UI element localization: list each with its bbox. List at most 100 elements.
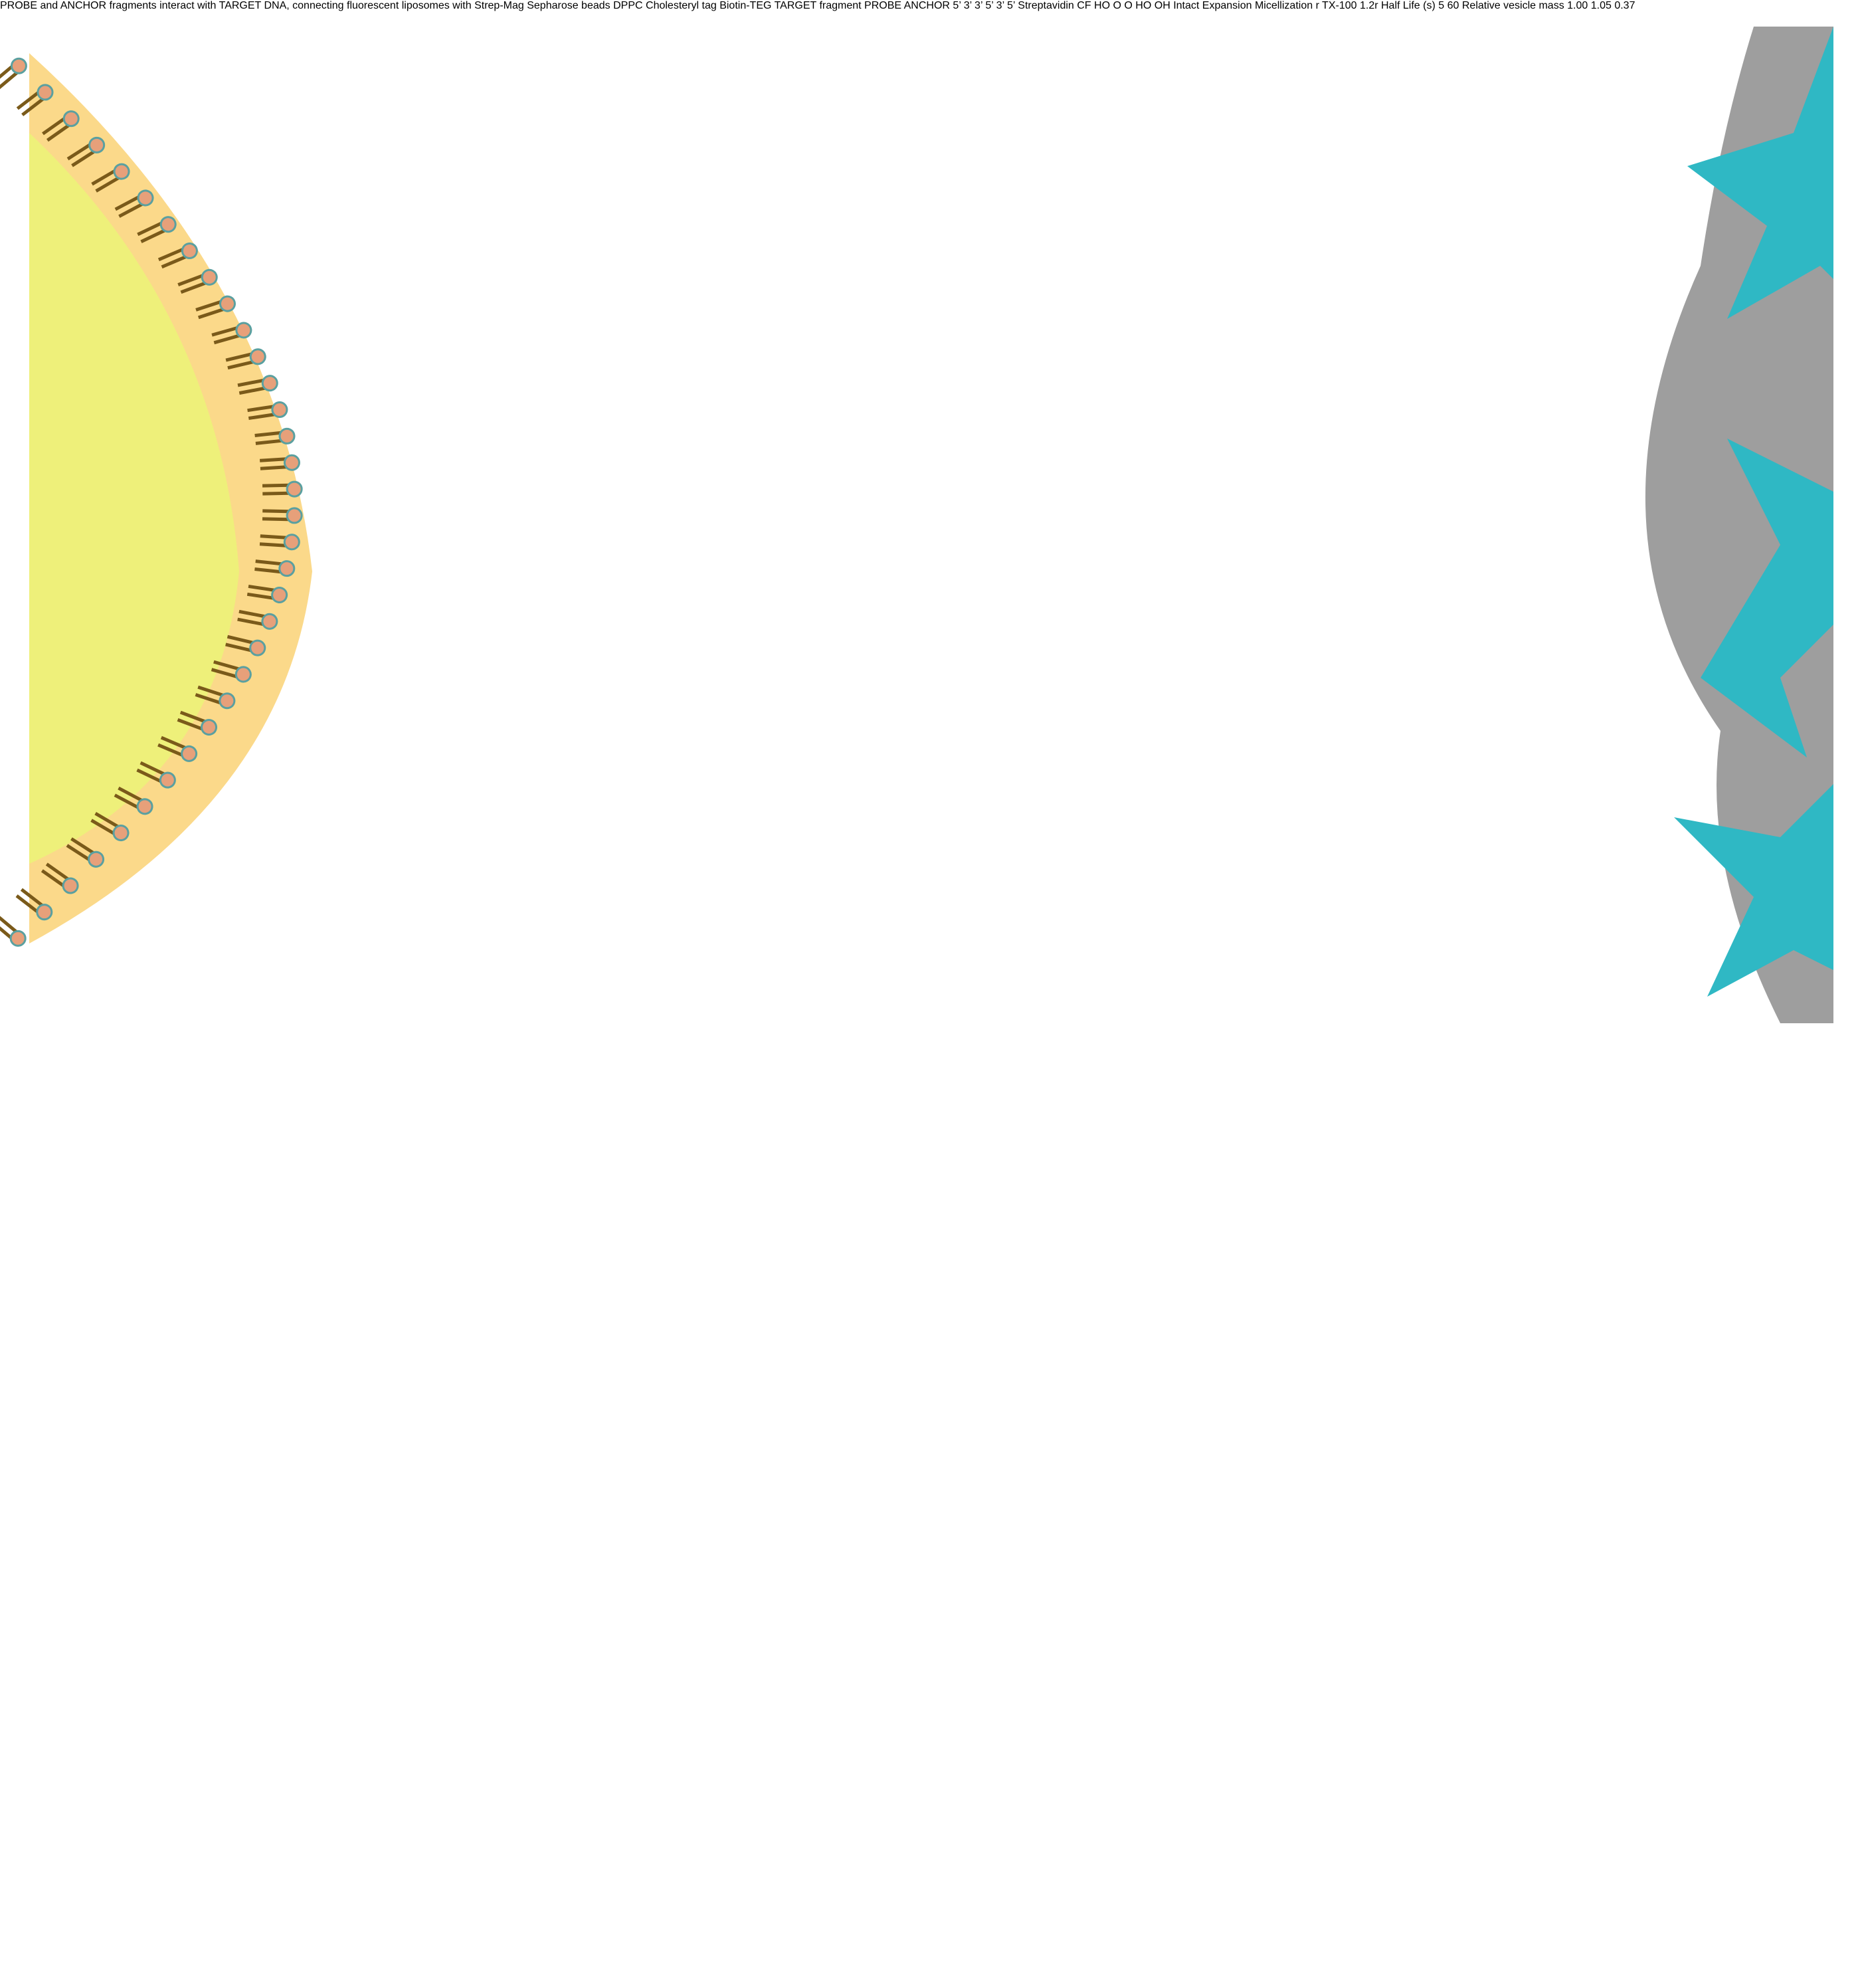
dppc-lipids <box>0 57 303 947</box>
cf-ho-carboxyl: HO <box>1094 0 1111 11</box>
vesicle-mass-label: Relative vesicle mass <box>1461 0 1564 11</box>
beads-callout-box: Streptavidincoated magneticbeads Strepta… <box>1018 0 1635 11</box>
dppc-lipid <box>262 480 303 498</box>
expanded-vesicle: ×××××××××××××× 1.2r <box>1360 0 1381 11</box>
half-life-tick-60: 60 <box>1447 0 1459 11</box>
dppc-lipid <box>90 812 130 842</box>
cf-ho-left: HO <box>1135 0 1152 11</box>
dppc-lipid <box>225 635 266 656</box>
half-life-tick-5: 5 <box>1438 0 1445 11</box>
streptavidin-label: Streptavidin <box>1018 0 1074 11</box>
dppc-lipid <box>66 136 106 167</box>
liposome-callout-box: Dyeencapsulatingliposome Streptavidincoa… <box>1018 0 1635 11</box>
dppc-lipid <box>254 559 296 577</box>
info-box-frame: PROBE and ANCHOR fragments interact with… <box>0 0 1635 11</box>
half-life-label: Half Life (s) <box>1381 0 1436 11</box>
streptavidin-star <box>1701 439 1833 757</box>
dppc-lipid <box>254 427 296 445</box>
dppc-label: DPPC <box>613 0 643 11</box>
micellization-arrow: ×××××× Half Life (s) 5 60 Relative vesic… <box>1381 0 1635 11</box>
dppc-lipid <box>41 862 79 894</box>
anchor-3prime: 3’ <box>996 0 1004 11</box>
stage-title-expansion: Expansion <box>1202 0 1252 11</box>
streptavidin-star <box>1674 784 1833 997</box>
cholesteryl-tag-label: Cholesteryl tag <box>646 0 717 11</box>
intact-vesicle: r <box>1316 0 1322 11</box>
cf-o-carbonyl-2: O <box>1124 0 1133 11</box>
bottom-panel: Intact Expansion Micellization r TX-100 … <box>1173 0 1635 11</box>
probe-label: PROBE <box>864 0 902 11</box>
stage-title-intact: Intact <box>1173 0 1200 11</box>
streptavidin-star <box>1687 27 1833 319</box>
dppc-lipid <box>195 295 236 320</box>
dppc-lipid <box>211 660 252 683</box>
dppc-lipid <box>259 534 300 551</box>
streptavidin-stars <box>1674 27 1833 997</box>
expanded-radius-arrow: 1.2r <box>1360 0 1381 11</box>
liposome <box>0 53 312 947</box>
biotin-teg-label: Biotin-TEG <box>719 0 772 11</box>
dppc-pointer: Cholesteryl tag Biotin-TEG TARGET fragme… <box>646 0 1635 11</box>
dppc-lipid <box>259 454 300 471</box>
five-second-marker: Half Life (s) 5 60 Relative vesicle mass… <box>1381 0 1635 11</box>
cf-label: CF <box>1077 0 1091 11</box>
mass-value-start: 1.00 <box>1567 0 1588 11</box>
dppc-lipid <box>247 401 288 421</box>
cf-o-carbonyl-1: O <box>1113 0 1121 11</box>
dppc-lipid <box>114 189 154 218</box>
dppc-lipid <box>177 268 218 294</box>
liposome-core <box>29 133 239 864</box>
cf-oh-right: OH <box>1154 0 1170 11</box>
dppc-lipid <box>195 685 236 710</box>
dppc-lipid <box>237 609 278 630</box>
magnetic-bead <box>1645 27 1833 1023</box>
streptavidin-pointer: Dyeencapsulatingliposome Streptavidincoa… <box>1018 0 1635 11</box>
dppc-lipid <box>114 786 153 815</box>
dppc-lipid <box>91 163 130 193</box>
dppc-lipid <box>177 710 218 736</box>
tx100-arrow: TX-100 ××××××× ×××××××××××××× 1.2r ×××××… <box>1322 0 1635 11</box>
cholesteryl-linker: Dyeencapsulatingliposome Streptavidincoa… <box>1018 0 1635 11</box>
sixty-second-marker: Half Life (s) 5 60 Relative vesicle mass… <box>1381 0 1635 11</box>
dppc-lipid <box>157 736 198 762</box>
dppc-lipid <box>157 243 198 269</box>
dppc-lipid <box>15 888 53 921</box>
cf-pointer: Dyeencapsulatingliposome Streptavidincoa… <box>1018 0 1635 11</box>
top-panel <box>0 27 1833 1023</box>
probe-5prime: 5’ <box>985 0 994 11</box>
dppc-lipid <box>237 375 278 395</box>
dppc-lipid <box>0 913 27 947</box>
target-fragment-label: TARGET fragment <box>774 0 862 11</box>
dppc-lipid <box>66 837 105 868</box>
dppc-lipid <box>137 216 177 244</box>
biotin-linker: Dyeencapsulatingliposome Streptavidincoa… <box>1018 0 1635 11</box>
stage-title-micellization: Micellization <box>1254 0 1313 11</box>
expanded-radius-label: 1.2r <box>1359 0 1378 11</box>
dppc-lipid <box>0 57 27 91</box>
radius-label: r <box>1315 0 1319 11</box>
dppc-lipid <box>136 761 176 789</box>
target-5prime: 5’ <box>953 0 961 11</box>
half-life-colorbar: 5 60 Relative vesicle mass 1.00 1.05 0.3… <box>1438 0 1635 11</box>
radius-arrow: r <box>1316 0 1322 11</box>
dppc-lipid <box>42 110 80 142</box>
dppc-lipid <box>246 584 288 603</box>
beads-arrow: Dyeencapsulatingliposome Streptavidincoa… <box>1018 0 1635 11</box>
dppc-lipid <box>211 322 252 345</box>
info-box-line-1: PROBE and ANCHOR fragments interact with… <box>0 0 290 11</box>
bead-tick: Dyeencapsulatingliposome Streptavidincoa… <box>1018 0 1635 11</box>
probe-3prime: 3’ <box>975 0 982 11</box>
liposome-arrow: Dyeencapsulatingliposome Streptavidincoa… <box>1018 0 1635 11</box>
vesicle-mass-area: Relative vesicle mass 1.00 1.05 0.37 <box>1462 0 1635 11</box>
dppc-lipid <box>225 348 266 370</box>
anchor-5prime: 5’ <box>1006 0 1015 11</box>
info-box-line-2: connecting fluorescent liposomes with St… <box>292 0 610 11</box>
dppc-lipid <box>16 84 54 116</box>
vesicle-mass-outline: Relative vesicle mass 1.00 1.05 0.37 <box>1462 0 1635 11</box>
dppc-lipid <box>262 507 303 524</box>
mass-value-end: 0.37 <box>1614 0 1635 11</box>
mass-value-peak: 1.05 <box>1590 0 1612 11</box>
anchor-label: ANCHOR <box>903 0 950 11</box>
target-3prime: 3’ <box>963 0 972 11</box>
